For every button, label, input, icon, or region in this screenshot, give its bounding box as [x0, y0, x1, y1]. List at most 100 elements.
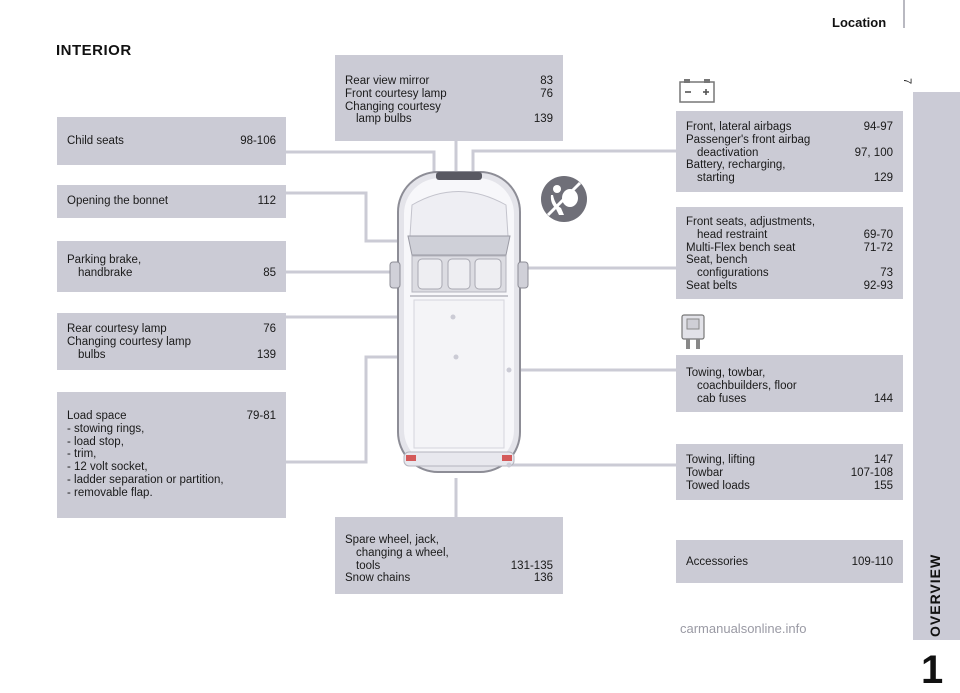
page-ref: 69-70 — [863, 228, 893, 241]
info-box-front-seats: Front seats, adjustments, head restraint… — [676, 207, 903, 299]
info-row: Front, lateral airbags 94-97 — [686, 121, 893, 134]
row-label: Front, lateral airbags — [686, 121, 792, 133]
row-label: Passenger's front airbag — [686, 133, 811, 146]
info-box-airbags: Front, lateral airbags 94-97 Passenger's… — [676, 111, 903, 192]
row-label: Spare wheel, jack, — [345, 534, 439, 546]
list-item: - removable flap. — [67, 486, 153, 499]
row-label: coachbuilders, floor — [697, 379, 797, 392]
airbag-warning-icon — [541, 176, 587, 222]
info-box-towing-lifting: Towing, lifting 147 Towbar 107-108 Towed… — [676, 444, 903, 500]
row-label: Rear courtesy lamp — [67, 323, 167, 335]
row-label: bulbs — [78, 348, 106, 361]
info-row: cab fuses 144 — [686, 393, 893, 406]
info-row: Multi-Flex bench seat 71-72 — [686, 242, 893, 255]
info-row: lamp bulbs 139 — [345, 113, 553, 126]
van-illustration — [389, 171, 529, 473]
info-row: Snow chains 136 — [345, 572, 553, 585]
list-item: - trim, — [67, 448, 97, 461]
info-row: configurations 73 — [686, 267, 893, 280]
info-box-load-space: Load space 79-81 - stowing rings, - load… — [57, 392, 286, 518]
row-label: Changing courtesy — [345, 100, 441, 113]
page-ref: 92-93 — [863, 279, 893, 292]
info-row: Opening the bonnet 112 — [67, 195, 276, 208]
info-row: Seat belts 92-93 — [686, 280, 893, 293]
info-box-spare-wheel: Spare wheel, jack, changing a wheel, too… — [335, 517, 563, 594]
fuse-icon — [681, 314, 705, 349]
info-box-child-seats: Child seats 98-106 — [57, 117, 286, 165]
row-label: Child seats — [67, 135, 124, 147]
chapter-sidebar: OVERVIEW 1 — [913, 92, 960, 692]
row-label: Snow chains — [345, 572, 411, 585]
info-row: Load space 79-81 — [67, 410, 276, 423]
info-row: deactivation 97, 100 — [686, 147, 893, 160]
info-row: Front courtesy lamp 76 — [345, 88, 553, 101]
page-ref: 83 — [540, 75, 553, 87]
page-ref: 144 — [873, 392, 893, 405]
row-label: Changing courtesy lamp — [67, 335, 192, 348]
row-label: Towing, lifting — [686, 454, 756, 466]
row-label: Accessories — [686, 556, 748, 568]
row-label: starting — [697, 172, 735, 185]
info-row: Accessories 109-110 — [686, 556, 893, 569]
row-label: changing a wheel, — [356, 546, 449, 559]
row-label: lamp bulbs — [356, 113, 412, 126]
section-title: INTERIOR — [56, 42, 132, 59]
page-ref: 109-110 — [851, 556, 893, 568]
battery-icon — [679, 79, 715, 103]
row-label: Rear view mirror — [345, 75, 430, 87]
info-row: Rear courtesy lamp 76 — [67, 323, 276, 336]
page-ref: 94-97 — [863, 121, 893, 133]
info-row: Towbar 107-108 — [686, 467, 893, 480]
page-ref: 147 — [873, 454, 893, 466]
row-label: Front courtesy lamp — [345, 87, 447, 100]
info-row: handbrake 85 — [67, 267, 276, 280]
page-ref: 129 — [873, 172, 893, 185]
chapter-number: 1 — [921, 648, 944, 692]
page-ref: 155 — [873, 479, 893, 492]
row-label: Multi-Flex bench seat — [686, 241, 796, 254]
info-box-rear-view-mirror: Rear view mirror 83 Front courtesy lamp … — [335, 55, 563, 141]
info-box-accessories: Accessories 109-110 — [676, 540, 903, 583]
page-ref: 139 — [533, 113, 553, 126]
info-row: Rear view mirror 83 — [345, 75, 553, 88]
van-diagram — [286, 141, 676, 517]
info-row: starting 129 — [686, 172, 893, 185]
row-label: Battery, recharging, — [686, 159, 786, 172]
info-box-bonnet: Opening the bonnet 112 — [57, 185, 286, 218]
page-ref: 85 — [263, 266, 276, 279]
page-ref: 112 — [257, 195, 276, 207]
row-label: cab fuses — [697, 392, 747, 405]
header-title: Location — [832, 15, 887, 30]
list-item: - load stop, — [67, 435, 124, 448]
page-ref: 79-81 — [246, 410, 276, 422]
page-ref: 98-106 — [240, 135, 276, 147]
list-item: - 12 volt socket, — [67, 461, 148, 474]
row-label: Parking brake, — [67, 254, 142, 266]
page-ref: 73 — [880, 267, 893, 280]
info-row: bulbs 139 — [67, 349, 276, 362]
info-row: Towed loads 155 — [686, 480, 893, 493]
row-label: Towed loads — [686, 479, 750, 492]
page-ref: 136 — [533, 572, 553, 585]
row-label: Front seats, adjustments, — [686, 216, 816, 228]
page-ref: 131-135 — [510, 559, 553, 572]
page-ref: 76 — [263, 323, 276, 335]
page-ref: 76 — [540, 87, 553, 100]
row-label: Load space — [67, 410, 127, 422]
page-ref: 107-108 — [850, 466, 893, 479]
page-ref: 139 — [256, 348, 276, 361]
row-label: Opening the bonnet — [67, 195, 169, 207]
page-ref: 97, 100 — [854, 146, 893, 159]
row-label: Seat, bench — [686, 254, 748, 267]
row-label: Towbar — [686, 466, 724, 479]
row-label: handbrake — [78, 266, 133, 279]
row-label: tools — [356, 559, 381, 572]
connector-bonnet — [286, 191, 400, 243]
row-label: configurations — [697, 267, 769, 280]
info-box-towing-fuses: Towing, towbar, coachbuilders, floor cab… — [676, 355, 903, 412]
info-row: Towing, lifting 147 — [686, 454, 893, 467]
watermark: carmanualsonline.info — [680, 621, 807, 636]
list-item: - ladder separation or partition, — [67, 473, 224, 486]
info-row: head restraint 69-70 — [686, 229, 893, 242]
header-divider — [903, 0, 905, 28]
